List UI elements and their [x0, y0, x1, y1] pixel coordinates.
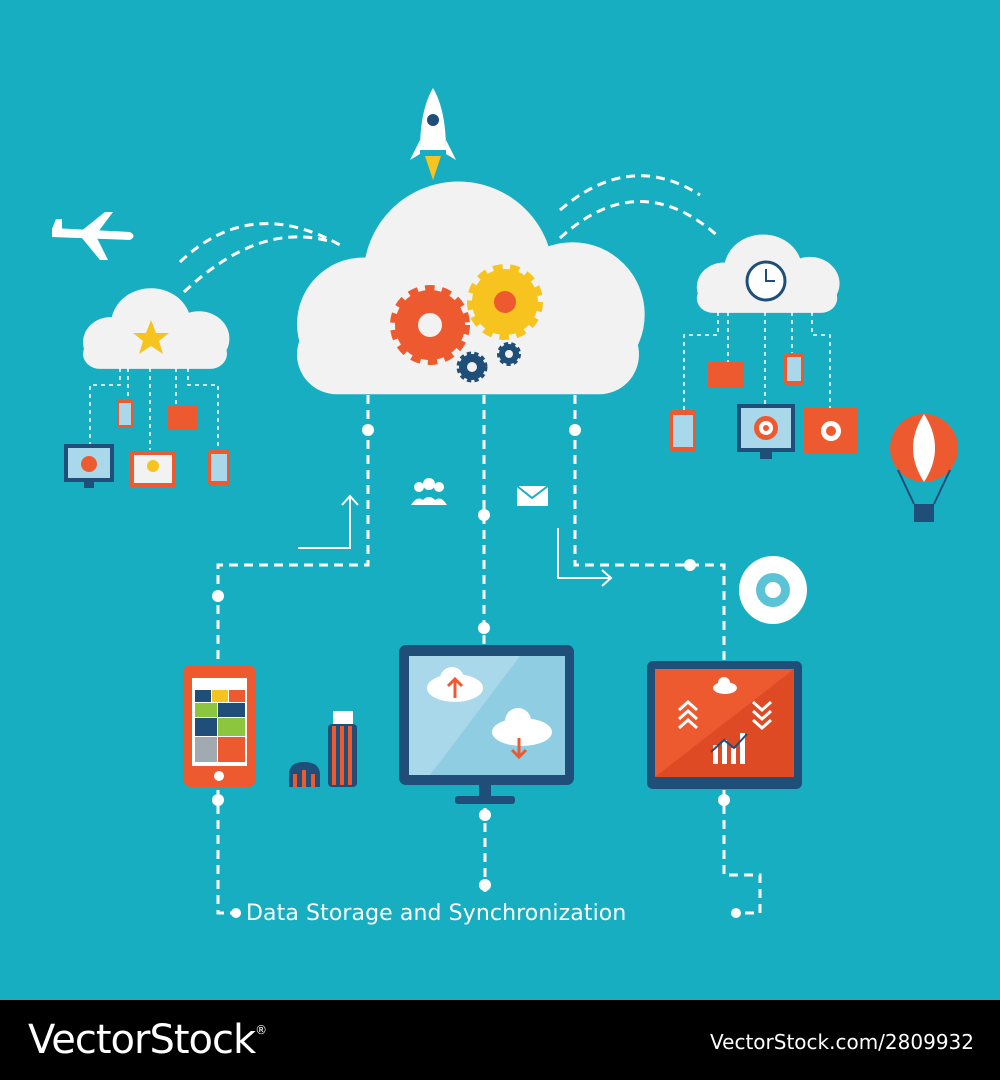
bar-chart-icon — [710, 733, 748, 764]
star-icon — [133, 320, 169, 354]
lightbulb-icon — [147, 460, 159, 472]
download-cloud-icon — [492, 708, 552, 760]
vectorstock-logo-text: VectorStock — [28, 1017, 256, 1063]
mouse-icon — [289, 762, 320, 787]
airplane-icon — [52, 212, 134, 260]
envelope-icon — [516, 485, 549, 506]
hot-air-balloon-icon — [890, 414, 958, 522]
connector-dots — [212, 424, 741, 918]
left-cloud-links — [89, 368, 219, 450]
trademark-symbol: ® — [255, 1023, 267, 1037]
rocket-icon — [410, 88, 456, 180]
clock-icon — [745, 260, 787, 302]
diagram-caption: Data Storage and Synchronization — [246, 901, 627, 926]
right-cloud — [696, 234, 840, 313]
image-url: VectorStock.com/2809932 — [710, 1030, 974, 1054]
tablet-device — [183, 665, 256, 787]
monitor-device — [399, 645, 574, 804]
upload-cloud-icon — [427, 667, 483, 702]
right-cloud-links — [683, 312, 831, 410]
users-icon — [411, 478, 447, 505]
right-devices — [670, 353, 858, 459]
illustration-canvas — [52, 88, 958, 918]
flow-arrows — [298, 494, 613, 587]
left-cloud — [83, 288, 230, 369]
apple-icon — [81, 456, 97, 472]
vectorstock-logo[interactable]: VectorStock® — [28, 1014, 267, 1066]
target-icon — [754, 416, 778, 440]
usb-drive-icon — [328, 711, 357, 787]
central-cloud — [297, 181, 645, 395]
gear-icon — [390, 264, 543, 383]
footer-bar: VectorStock® VectorStock.com/2809932 — [0, 1000, 1000, 1080]
left-devices — [64, 400, 230, 488]
laptop-device — [647, 661, 802, 789]
disc-icon — [739, 556, 807, 624]
